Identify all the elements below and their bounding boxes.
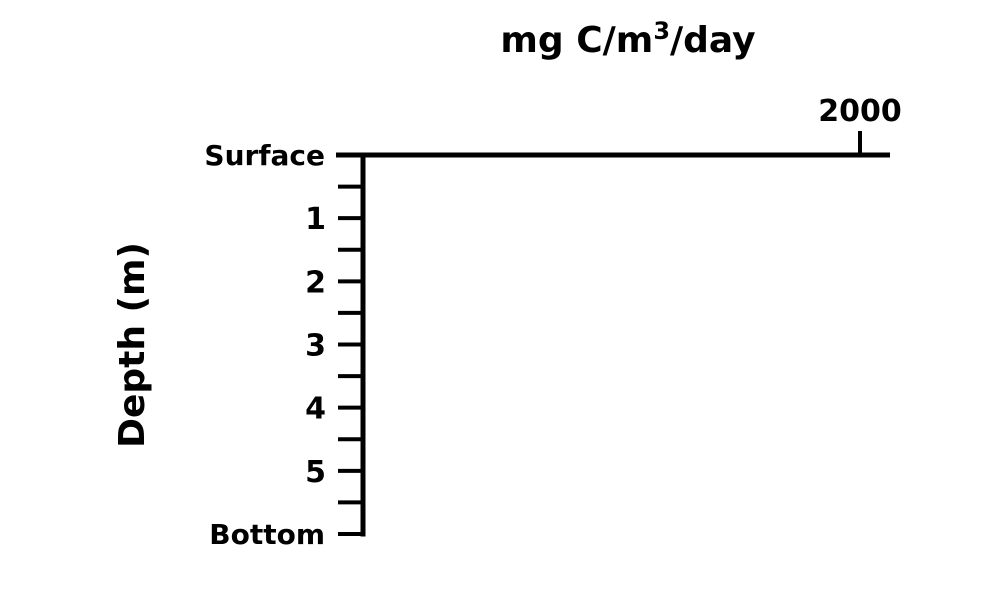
x-axis-title: mg C/m3/day [500,17,755,61]
axes [336,152,890,537]
y-tick-label-12: Bottom [209,518,325,551]
y-tick-label-8: 4 [305,392,326,427]
y-tick-label-6: 3 [305,329,326,364]
x-axis-title-main: mg C/m [500,20,653,61]
y-tick-label-0: Surface [204,139,325,172]
y-tick-label-10: 5 [305,455,326,490]
x-tick-label-0: 2000 [818,94,902,129]
y-tick-label-4: 2 [305,265,326,300]
x-axis-title-superscript: 3 [653,17,670,45]
ticks [338,131,862,536]
y-tick-label-2: 1 [305,202,326,237]
y-axis-title: Depth (m) [112,242,153,448]
x-axis-title-suffix: /day [670,20,756,61]
